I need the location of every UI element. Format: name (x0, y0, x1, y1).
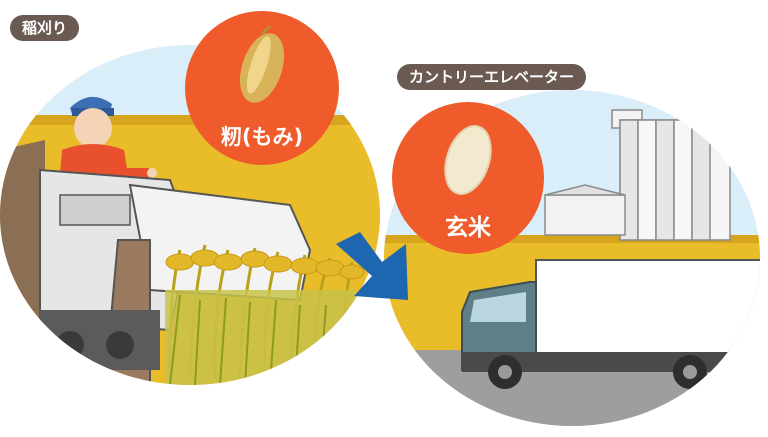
brown-rice-caption: 玄米 (445, 215, 491, 241)
brown-rice-icon (444, 125, 492, 195)
rice-grain-icon (239, 24, 285, 103)
truck-icon (461, 259, 760, 389)
elevator-label: カントリーエレベーター (397, 64, 587, 90)
right-arrow-icon (336, 232, 408, 300)
combine-harvester-icon (0, 140, 312, 385)
harvest-label: 稲刈り (10, 15, 80, 41)
paddy-caption: 籾(もみ) (220, 125, 304, 149)
paddy-badge (185, 11, 339, 165)
brown-rice-badge (392, 102, 544, 254)
